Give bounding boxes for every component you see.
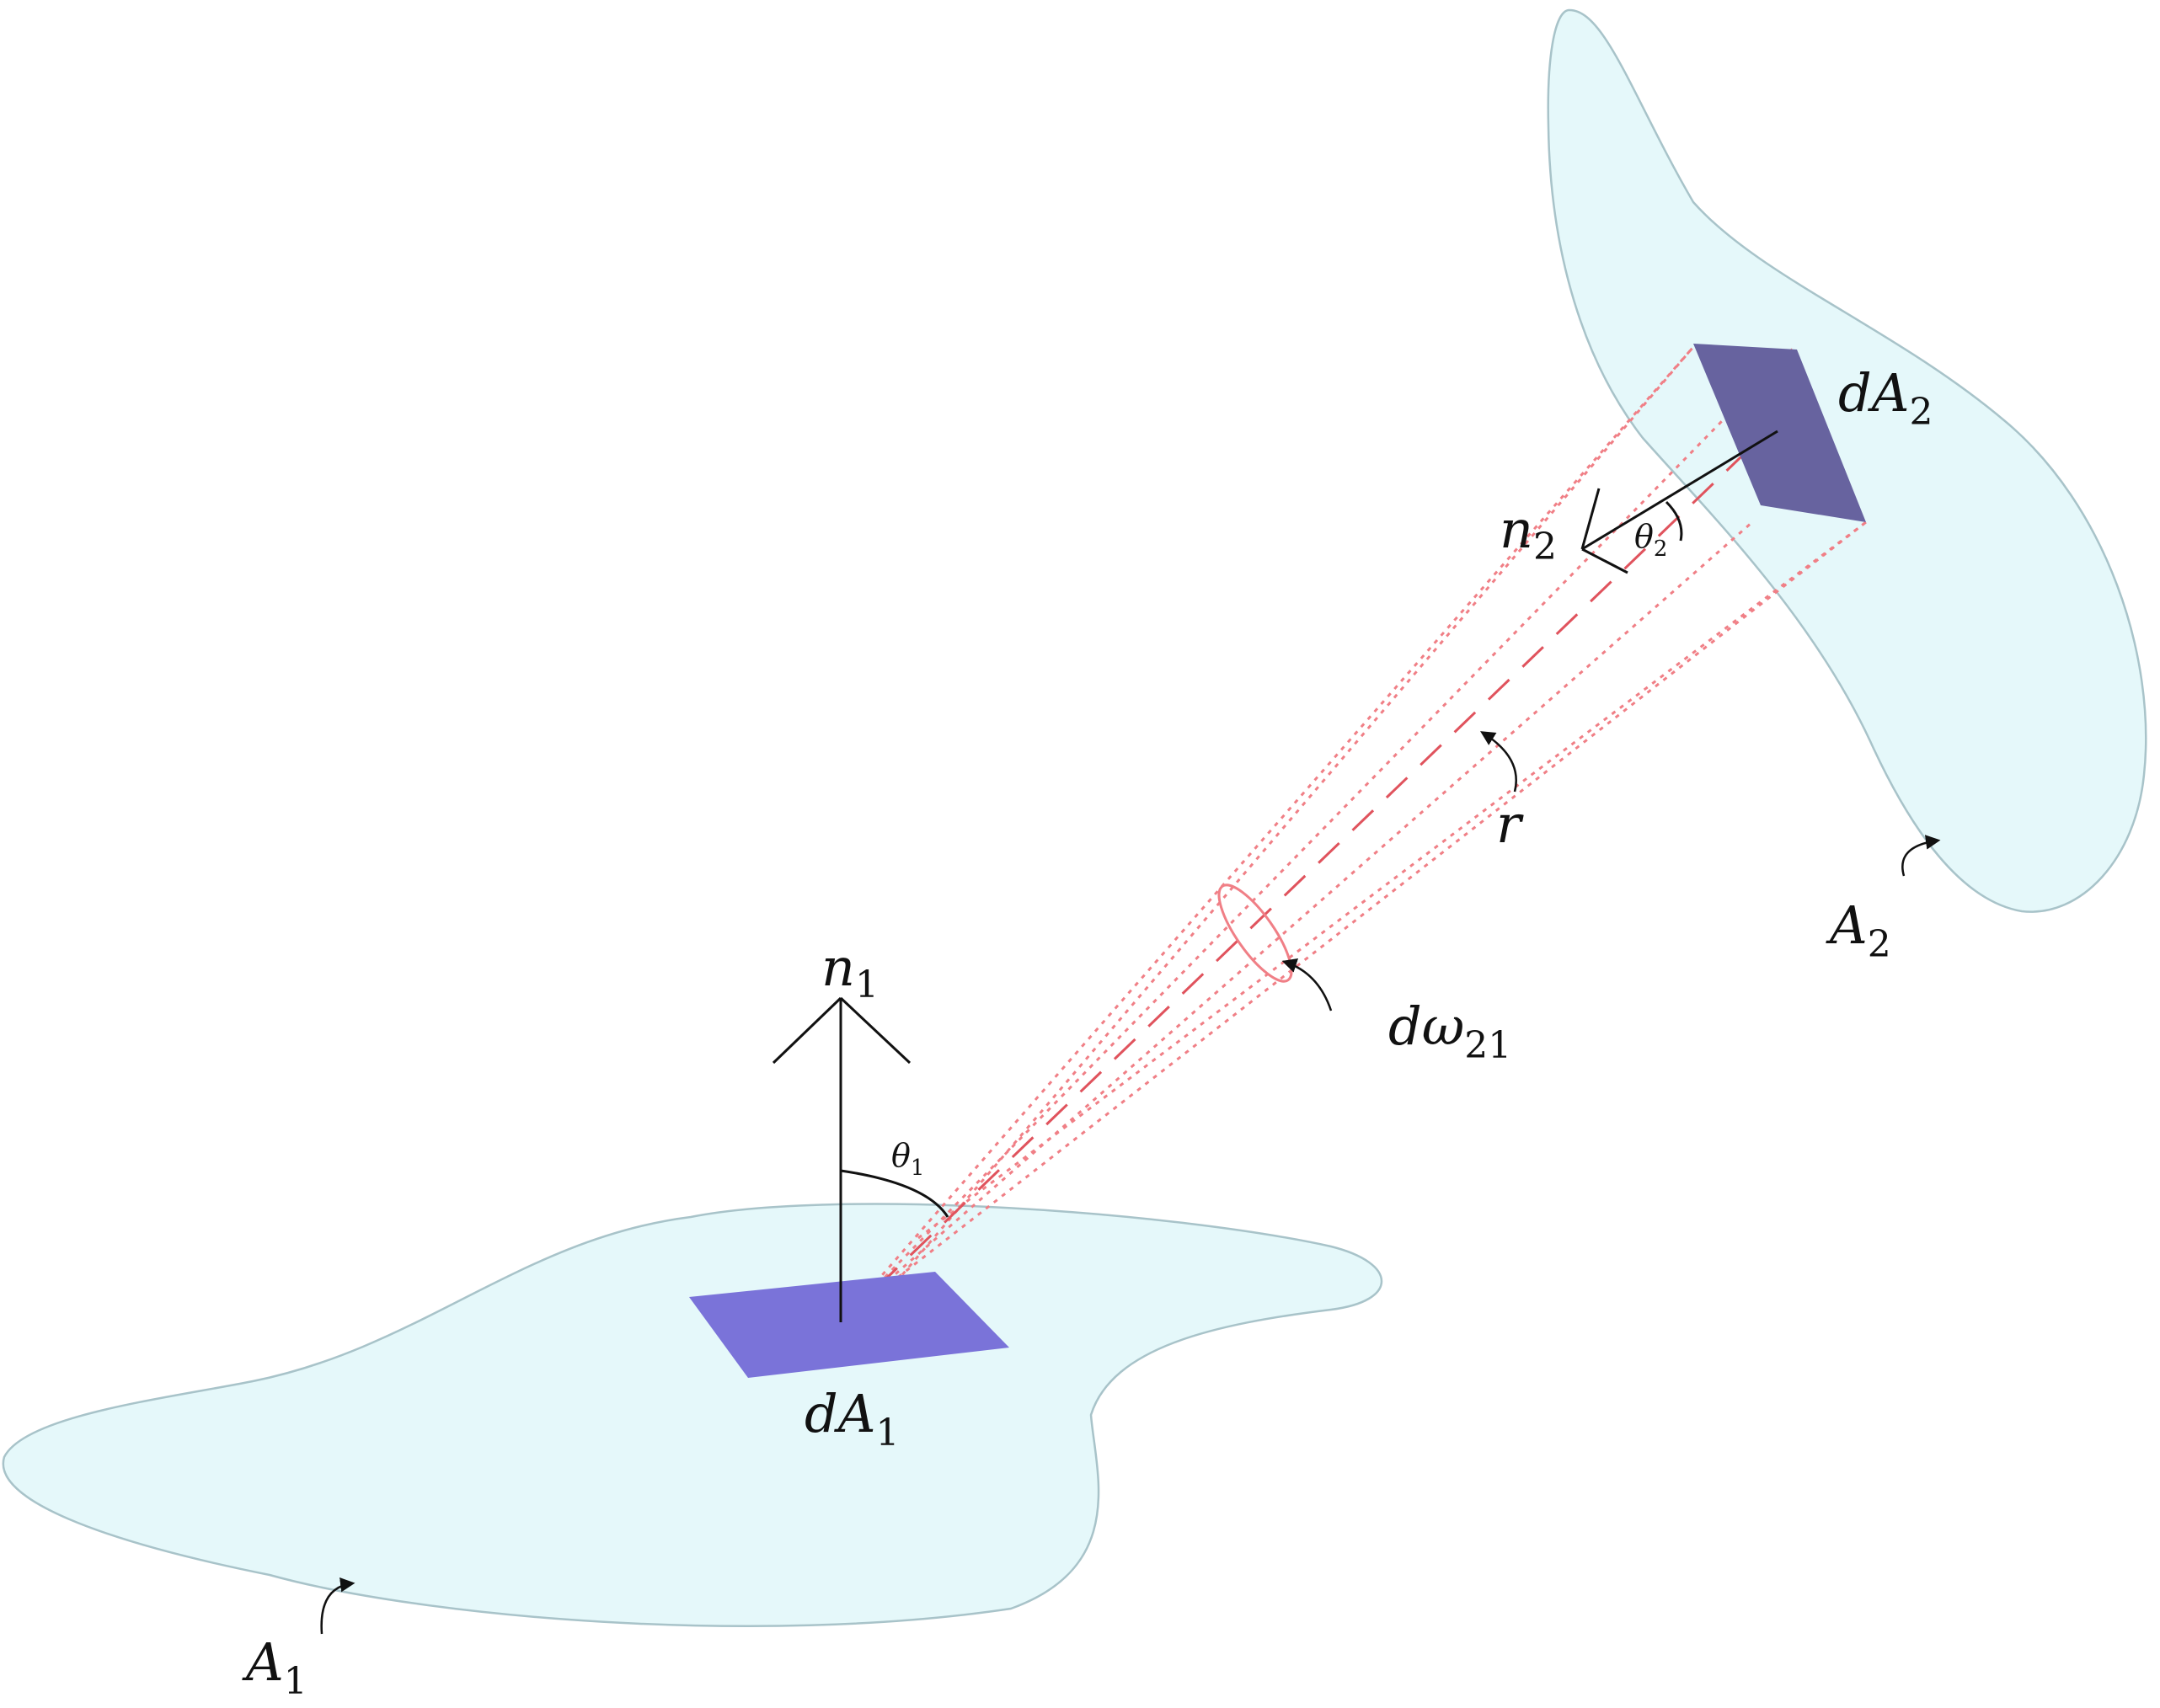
pointer-domega [1281,958,1333,1011]
central-ray [841,436,1762,1322]
radiation-rays [841,345,1867,1322]
theta1-arc [840,1169,949,1218]
label-domega: dω21 [1388,995,1511,1067]
solid-angle-ellipse [1217,883,1293,983]
label-theta2: θ2 [1634,518,1667,562]
patch-da2 [1693,344,1866,522]
pointer-a2 [1901,835,1941,877]
normal-n2 [1580,430,1778,574]
pointer-r [1480,731,1517,793]
label-a2: A2 [1826,894,1891,966]
label-n1: n1 [821,937,879,1006]
label-da2: dA2 [1838,362,1933,434]
label-r: r [1496,793,1524,855]
surface-a2 [1547,8,2147,913]
patch-da1 [689,1272,1009,1378]
surface-a1 [2,1203,1382,1627]
pencil-edges [874,346,1867,1306]
normal-n1 [772,996,912,1322]
pointer-a1 [320,1577,356,1635]
label-n2: n2 [1500,499,1557,568]
label-theta1: θ1 [891,1137,924,1181]
label-da1: dA1 [805,1383,899,1454]
theta2-arc [1665,500,1683,542]
label-a1: A1 [242,1631,307,1703]
